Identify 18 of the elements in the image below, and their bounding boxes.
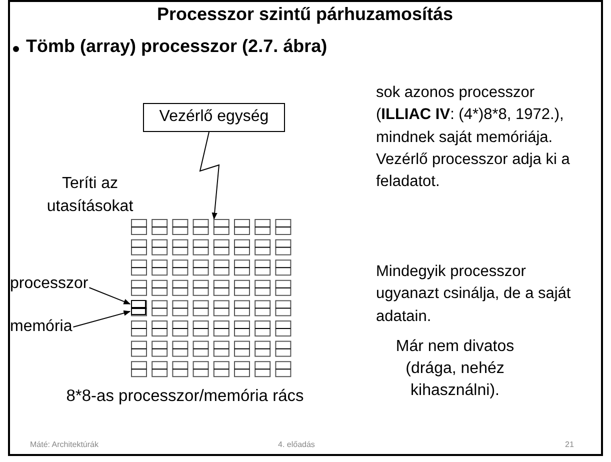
note-text: Már nem divatos (drága, nehéz kihasználni). bbox=[394, 337, 516, 401]
bullet-heading: Tömb (array) processzor (2.7. ábra) bbox=[26, 36, 328, 57]
page-number: 21 bbox=[565, 440, 574, 449]
processor-cell bbox=[131, 300, 146, 308]
footer-text: 4. előadás bbox=[278, 440, 315, 449]
control-unit-box: Vezérlő egység bbox=[143, 103, 285, 132]
leader-text: processzor bbox=[10, 275, 88, 293]
description-text: Mindegyik processzor ugyanazt csinálja, de a saját adatain. bbox=[376, 262, 572, 327]
annotation-text: Teríti az utasításokat bbox=[46, 174, 134, 217]
lightning-arrow bbox=[199, 132, 220, 220]
leader-text: memória bbox=[10, 318, 72, 336]
processor-grid bbox=[131, 219, 290, 376]
description-text: sok azonos processzor (ILLIAC IV: (4*)8*8, 1972.), mindnek saját memóriája. Vezérlő processzor adja ki a feladatot. bbox=[376, 83, 571, 192]
slide-title: Processzor szintű párhuzamosítás bbox=[156, 4, 454, 25]
leader-line bbox=[88, 287, 131, 304]
grid-caption: 8*8-as processzor/memória rács bbox=[65, 387, 305, 406]
footer-text: Máté: Architektúrák bbox=[30, 440, 98, 449]
leader-line bbox=[72, 310, 131, 328]
